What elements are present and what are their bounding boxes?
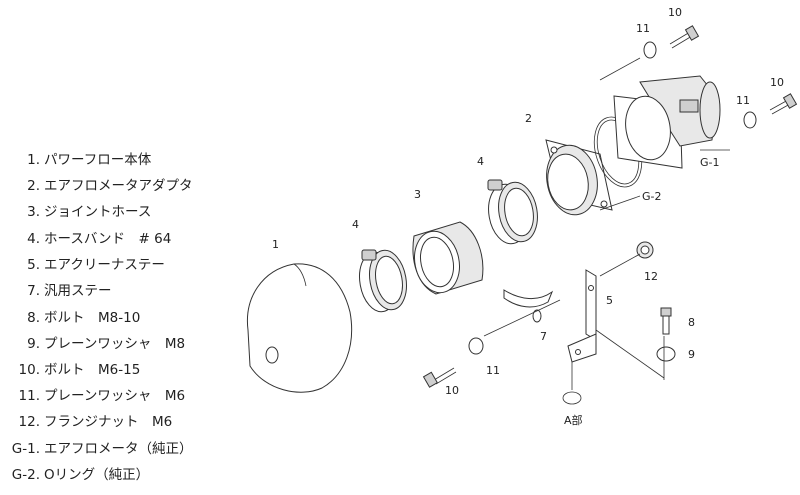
- legend-item: 9.プレーンワッシャ M8: [27, 336, 186, 352]
- legend-item: 1.パワーフロー本体: [27, 152, 152, 168]
- callout-10-top: 10: [668, 6, 682, 19]
- washer-m6-right-part: [743, 111, 757, 129]
- bolt-m6-right-part: [769, 93, 798, 115]
- legend-item: G-2.Oリング（純正）: [11, 467, 150, 483]
- joint-hose-part: [412, 221, 484, 295]
- legend-item: 12.フランジナット M6: [18, 414, 173, 430]
- legend-item: 10.ボルト M6-15: [18, 362, 141, 378]
- callout-g2: G-2: [642, 190, 662, 203]
- callout-1: 1: [272, 238, 279, 251]
- hose-band-right-part: [487, 179, 538, 245]
- airflow-meter-part: [613, 75, 721, 169]
- legend-item: 11.プレーンワッシャ M6: [18, 388, 186, 404]
- legend-item: 8.ボルト M8-10: [27, 310, 141, 326]
- legend-item: G-1.エアフロメータ（純正）: [11, 441, 193, 457]
- legend-item: 3.ジョイントホース: [27, 204, 152, 220]
- hose-band-left-part: [359, 249, 407, 313]
- bolt-m6-bottom-part: [422, 367, 457, 388]
- callout-detail-a: A部: [564, 413, 583, 427]
- callout-9: 9: [688, 348, 695, 361]
- callout-4-left: 4: [352, 218, 359, 231]
- callout-11-bottom: 11: [486, 364, 500, 377]
- callout-4-right: 4: [477, 155, 484, 168]
- power-flow-body-part: [246, 263, 353, 393]
- washer-m6-bottom-part: [468, 337, 484, 355]
- callout-11-right: 11: [736, 94, 750, 107]
- air-cleaner-stay-part: [567, 269, 597, 363]
- bolt-m6-top-part: [669, 25, 700, 49]
- flange-nut-part: [636, 241, 654, 259]
- callout-8: 8: [688, 316, 695, 329]
- callout-5: 5: [606, 294, 613, 307]
- bolt-m8-part: [660, 307, 672, 335]
- detail-a-marker: [562, 391, 582, 405]
- callout-10-bottom: 10: [445, 384, 459, 397]
- callout-g1: G-1: [700, 156, 720, 169]
- legend-item: 7.汎用ステー: [27, 283, 112, 299]
- assembly-lines: [483, 57, 730, 390]
- general-stay-part: [503, 289, 554, 323]
- callout-10-right: 10: [770, 76, 784, 89]
- legend-item: 2.エアフロメータアダプタ: [27, 178, 193, 194]
- callout-11-top: 11: [636, 22, 650, 35]
- washer-m8-part: [656, 346, 676, 362]
- callout-7: 7: [540, 330, 547, 343]
- airflow-meter-adapter-part: [545, 139, 613, 216]
- callout-12: 12: [644, 270, 658, 283]
- legend-item: 5.エアクリーナステー: [27, 257, 165, 273]
- callout-3: 3: [414, 188, 421, 201]
- callout-2: 2: [525, 112, 532, 125]
- washer-m6-top-part: [643, 41, 657, 59]
- legend-item: 4.ホースバンド # 64: [27, 231, 172, 247]
